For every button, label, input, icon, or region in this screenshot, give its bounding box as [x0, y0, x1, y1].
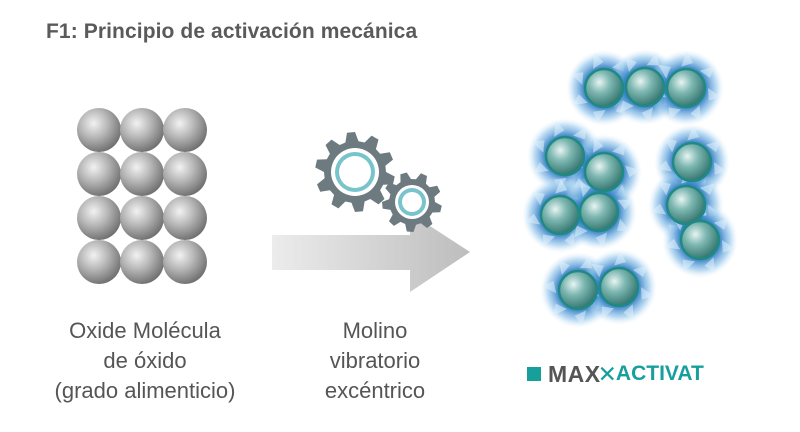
- glow-shard: [705, 140, 721, 152]
- process-arrow: [272, 213, 470, 292]
- glow-shard: [664, 138, 677, 153]
- glow-shard: [650, 203, 667, 215]
- glow-shard: [593, 109, 606, 124]
- glow-shard: [690, 105, 701, 121]
- glow-shard: [593, 53, 604, 69]
- logo-square-icon: [527, 367, 541, 381]
- glow-shard: [554, 121, 565, 137]
- activated-sphere: [544, 135, 586, 177]
- mill-caption-line3: excéntrico: [324, 378, 426, 403]
- activated-sphere: [671, 141, 713, 183]
- page-title: F1: Principio de activación mecánica: [46, 20, 418, 43]
- glow-shard: [619, 100, 634, 113]
- glow-shard: [574, 310, 586, 326]
- glow-shard: [533, 162, 549, 174]
- activated-sphere: [557, 269, 599, 311]
- activated-particles: [539, 66, 721, 311]
- activated-sphere: [598, 266, 640, 308]
- oxide-sphere: [77, 196, 121, 240]
- glow-shard: [612, 142, 626, 156]
- oxide-sphere: [77, 240, 121, 284]
- glow-shard: [570, 72, 584, 85]
- oxide-sphere: [163, 196, 207, 240]
- glow-shard: [614, 251, 627, 266]
- glow-shard: [658, 64, 671, 79]
- activated-sphere: [539, 194, 581, 236]
- glow-shard: [572, 94, 588, 106]
- oxide-caption-line2: de óxido: [103, 348, 187, 373]
- glow-shard: [664, 238, 681, 250]
- oxide-sphere: [120, 108, 164, 152]
- glow-shard: [632, 265, 648, 277]
- activated-sphere: [679, 219, 721, 261]
- oxide-sphere: [163, 108, 207, 152]
- glow-shard: [681, 52, 694, 67]
- gear-icon: [315, 132, 442, 232]
- glow-shard: [641, 107, 653, 123]
- glow-shard: [656, 160, 673, 172]
- glow-shard: [542, 281, 557, 294]
- glow-shard: [699, 183, 715, 195]
- oxide-sphere: [120, 196, 164, 240]
- glow-shard: [617, 218, 630, 231]
- logo-x-icon: ✕: [597, 360, 617, 387]
- glow-shard: [625, 56, 637, 72]
- glow-shard: [591, 263, 604, 278]
- activated-sphere: [665, 184, 707, 226]
- glow-shard: [552, 303, 567, 316]
- oxide-caption: Oxide Molécula de óxido (grado alimentic…: [20, 316, 270, 406]
- activated-sphere: [578, 191, 620, 233]
- logo-text-activat: ACTIVAT: [615, 362, 704, 385]
- glow-shard: [558, 259, 570, 275]
- glow-shard: [708, 88, 721, 101]
- oxide-caption-line1: Oxide Molécula: [69, 318, 221, 343]
- glow-shard: [646, 52, 660, 66]
- activated-sphere: [665, 67, 707, 109]
- glow-shard: [625, 165, 640, 178]
- glow-shard: [593, 137, 604, 153]
- glow-shard: [623, 304, 634, 320]
- activated-sphere: [624, 66, 666, 108]
- glow-shard: [573, 225, 588, 238]
- activated-sphere: [583, 151, 625, 193]
- activated-particles-glow: [522, 49, 738, 328]
- glow-shard: [524, 213, 541, 225]
- glow-shard: [542, 234, 556, 247]
- glow-shard: [704, 257, 715, 273]
- glow-shard: [595, 232, 607, 248]
- activated-sphere: [583, 67, 625, 109]
- glow-shard: [531, 140, 545, 153]
- oxide-sphere: [120, 240, 164, 284]
- glow-shard: [579, 181, 591, 197]
- glow-shard: [722, 240, 735, 253]
- oxide-sphere: [77, 152, 121, 196]
- oxide-sphere: [120, 152, 164, 196]
- mill-caption-line2: vibratorio: [329, 348, 421, 373]
- oxide-caption-line3: (grado alimenticio): [54, 378, 236, 403]
- glow-shard: [617, 199, 633, 210]
- oxide-sphere: [163, 240, 207, 284]
- glow-shard: [641, 287, 654, 300]
- glow-shard: [668, 107, 682, 120]
- glow-shard: [682, 259, 696, 272]
- glow-shard: [658, 181, 671, 196]
- mill-caption: Molino vibratorio excéntrico: [300, 316, 450, 406]
- glow-shard: [601, 306, 615, 319]
- oxide-sphere: [77, 108, 121, 152]
- glow-shard: [713, 218, 729, 230]
- glow-shard: [714, 162, 727, 175]
- glow-shard: [699, 66, 715, 78]
- glow-shard: [555, 179, 568, 194]
- oxide-molecule-grid: [77, 108, 207, 284]
- oxide-sphere: [163, 152, 207, 196]
- mill-caption-line1: Molino: [342, 318, 408, 343]
- maxactivat-logo: MAX ✕ ACTIVAT: [527, 360, 704, 388]
- glow-shard: [573, 126, 587, 140]
- logo-text-max: MAX: [548, 360, 601, 387]
- glow-shard: [532, 191, 545, 206]
- glow-shard: [687, 126, 700, 141]
